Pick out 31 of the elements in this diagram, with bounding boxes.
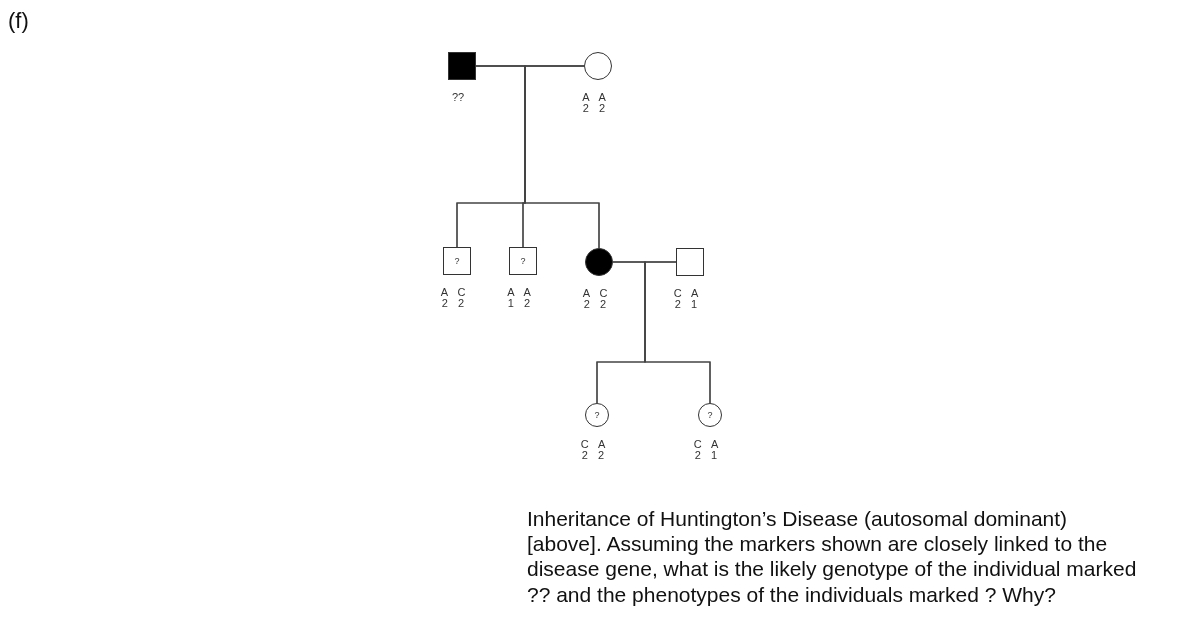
female-affected-symbol <box>585 248 613 276</box>
female-symbol <box>698 403 722 427</box>
genotype-label: 1 2 <box>507 298 531 309</box>
genotype-label: 2 2 <box>581 450 605 461</box>
genotype-label: C A <box>693 439 719 450</box>
genotype-label: 2 1 <box>674 299 698 310</box>
genotype-label: A A <box>582 92 606 103</box>
genotype-label: 2 2 <box>582 103 606 114</box>
caption: Inheritance of Huntington’s Disease (autosomal dominant) [above]. Assuming the markers shown are closely linked to the disease gene, what is the likely genotype of the individual marked ?? and the phenotypes of the individuals marked ? Why? <box>527 506 1137 607</box>
unknown-status-mark: ? <box>594 410 600 420</box>
genotype-label: 2 2 <box>441 298 465 309</box>
unknown-status-mark: ? <box>707 410 713 420</box>
pedigree-line <box>644 261 711 404</box>
genotype-label: A C <box>440 287 466 298</box>
genotype-label: C A <box>580 439 606 450</box>
part-label: (f) <box>8 8 29 34</box>
male-symbol <box>676 248 704 276</box>
unknown-status-mark: ? <box>454 256 460 266</box>
genotype-label: 2 2 <box>583 299 607 310</box>
genotype-label: A A <box>507 287 531 298</box>
pedigree-line <box>524 65 600 249</box>
male-symbol <box>509 247 537 275</box>
male-affected-symbol <box>448 52 476 80</box>
genotype-label: ?? <box>451 92 465 103</box>
female-symbol <box>585 403 609 427</box>
female-symbol <box>584 52 612 80</box>
male-symbol <box>443 247 471 275</box>
genotype-label: C A <box>673 288 699 299</box>
unknown-status-mark: ? <box>520 256 526 266</box>
genotype-label: 2 1 <box>694 450 718 461</box>
genotype-label: A C <box>582 288 608 299</box>
